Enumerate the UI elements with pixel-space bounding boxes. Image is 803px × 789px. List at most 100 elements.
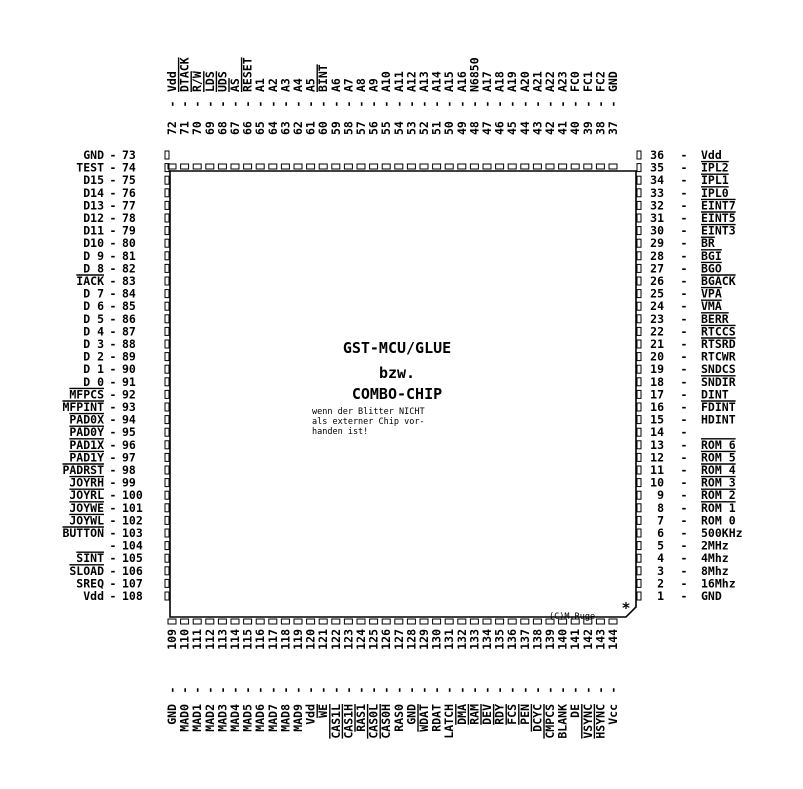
pin-pad-bottom	[520, 618, 530, 625]
pin-number-left: 100	[122, 488, 143, 502]
pin-number-right: 2	[657, 576, 664, 590]
pin-pad-right	[636, 440, 642, 450]
pin-dash-left: -	[110, 375, 117, 389]
pin-pad-left	[164, 515, 170, 525]
pin-pad-bottom	[532, 618, 542, 625]
pin-dash-top: -	[241, 101, 255, 108]
pin-dash-left: -	[110, 387, 117, 401]
pin-label-bottom: RAM	[467, 704, 481, 725]
pin-pad-top	[419, 163, 429, 170]
pin-number-bottom: 124	[354, 629, 368, 650]
pin-label-right: 500KHz	[701, 526, 743, 540]
pin-number-left: 86	[122, 312, 136, 326]
pin-dash-bottom: -	[241, 687, 255, 694]
pin-pad-right	[636, 515, 642, 525]
pin-dash-bottom: -	[354, 687, 368, 694]
pin-dash-top: -	[304, 101, 318, 108]
pin-number-left: 79	[122, 224, 136, 238]
pin-label-bottom: MAD3	[215, 704, 229, 732]
pin-pad-left	[164, 465, 170, 475]
pin-dash-bottom: -	[581, 687, 595, 694]
pin-number-bottom: 133	[467, 629, 481, 650]
pin-number-right: 26	[650, 274, 664, 288]
pin-number-top: 70	[190, 121, 204, 135]
pin-label-top: A20	[518, 71, 532, 92]
pin-number-right: 21	[650, 337, 664, 351]
pin-number-top: 43	[530, 121, 544, 135]
pin-label-right: EINT7	[701, 198, 736, 212]
pin-label-right: BGI	[701, 249, 722, 263]
pin-label-right: IPL1	[701, 173, 729, 187]
pin-label-top: A18	[493, 71, 507, 92]
pin-number-top: 55	[379, 121, 393, 135]
pin-dash-right: -	[681, 539, 688, 553]
pin-dash-left: -	[110, 476, 117, 490]
pin-label-left: D10	[83, 236, 104, 250]
pin-label-bottom: LATCH	[442, 704, 456, 739]
pin-label-left: D 6	[83, 299, 104, 313]
pin-dash-left: -	[110, 236, 117, 250]
pin-dash-bottom: -	[367, 687, 381, 694]
pin-pad-bottom	[205, 618, 215, 625]
pin-number-left: 76	[122, 186, 136, 200]
pin-label-right: GND	[701, 589, 722, 603]
pin-label-top: A21	[530, 71, 544, 92]
pin-dash-bottom: -	[606, 687, 620, 694]
pin-dash-top: -	[165, 101, 179, 108]
pin-label-bottom: MAD9	[291, 704, 305, 732]
pin-dash-top: -	[354, 101, 368, 108]
pin-pad-left	[164, 175, 170, 185]
pin-pad-top	[457, 163, 467, 170]
pin-number-bottom: 143	[593, 629, 607, 650]
pin-label-bottom: MAD5	[241, 704, 255, 732]
pin-label-left: SREQ	[76, 576, 104, 590]
pin-label-top: RESET	[241, 57, 255, 92]
pin-number-right: 17	[650, 387, 664, 401]
pin-pad-top	[293, 163, 303, 170]
pin-dash-left: -	[110, 501, 117, 515]
pin-dash-left: -	[110, 488, 117, 502]
chip-title: GST-MCU/GLUE	[343, 339, 451, 357]
pin-pad-right	[636, 415, 642, 425]
pin-pad-bottom	[432, 618, 442, 625]
pin-dash-top: -	[430, 101, 444, 108]
pin-pad-top	[306, 163, 316, 170]
pin-label-bottom: CAS1H	[341, 704, 355, 739]
pin-label-right: DINT	[701, 387, 729, 401]
pin-pad-left	[164, 314, 170, 324]
pin-dash-top: -	[505, 101, 519, 108]
pin-dash-right: -	[681, 463, 688, 477]
pin-pad-right	[636, 402, 642, 412]
pin-label-left: Vdd	[83, 589, 104, 603]
pin-pad-right	[636, 427, 642, 437]
pin-number-top: 61	[304, 121, 318, 135]
pin-dash-bottom: -	[291, 687, 305, 694]
pin-pad-left	[164, 566, 170, 576]
pin-label-bottom: MAD8	[278, 704, 292, 732]
pin-number-left: 88	[122, 337, 136, 351]
pin-number-right: 1	[657, 589, 664, 603]
pin-dash-bottom: -	[190, 687, 204, 694]
pin-label-left: D 0	[83, 375, 104, 389]
pin-label-right: EINT5	[701, 211, 736, 225]
pin-label-bottom: VSYNC	[581, 704, 595, 739]
pin-dash-top: -	[480, 101, 494, 108]
pin-dash-left: -	[110, 274, 117, 288]
pin-pad-right	[636, 541, 642, 551]
pin-pad-right	[636, 150, 642, 160]
pin-dash-left: -	[110, 400, 117, 414]
pin-number-bottom: 113	[215, 629, 229, 650]
pin-pad-left	[164, 339, 170, 349]
pin-pad-bottom	[583, 618, 593, 625]
pin-pad-bottom	[558, 618, 568, 625]
pin-pad-right	[636, 289, 642, 299]
pin-number-left: 106	[122, 564, 143, 578]
pin-dash-left: -	[110, 362, 117, 376]
pin-pad-top	[268, 163, 278, 170]
pin-label-bottom: CAS0H	[379, 704, 393, 739]
pin-number-right: 33	[650, 186, 664, 200]
pin-dash-top: -	[568, 101, 582, 108]
pin-pad-bottom	[255, 618, 265, 625]
pin-pad-top	[205, 163, 215, 170]
pin-label-top: A12	[404, 71, 418, 92]
